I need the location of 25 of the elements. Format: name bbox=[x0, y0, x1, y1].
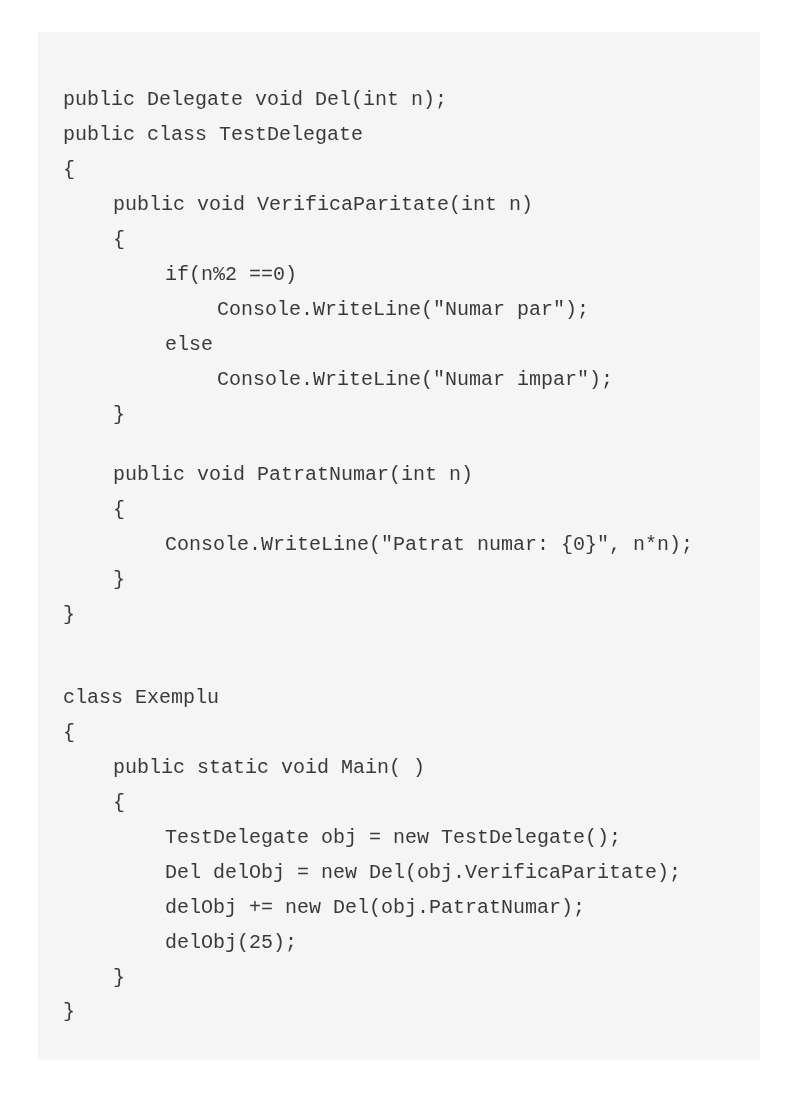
code-line: } bbox=[113, 568, 125, 592]
code-line: public static void Main( ) bbox=[113, 756, 426, 780]
code-line: { bbox=[63, 721, 75, 745]
code-line: delObj += new Del(obj.PatratNumar); bbox=[165, 896, 586, 920]
code-line: delObj(25); bbox=[165, 931, 298, 955]
code-line: public class TestDelegate bbox=[63, 123, 364, 147]
code-line: { bbox=[113, 228, 125, 252]
code-line: public void VerificaParitate(int n) bbox=[113, 193, 534, 217]
code-line: public Delegate void Del(int n); bbox=[63, 88, 448, 112]
code-line: public void PatratNumar(int n) bbox=[113, 463, 474, 487]
code-line: } bbox=[63, 603, 75, 627]
code-line: Console.WriteLine("Numar par"); bbox=[217, 298, 590, 322]
code-line: Console.WriteLine("Patrat numar: {0}", n*n); bbox=[165, 533, 694, 557]
code-line: } bbox=[113, 403, 125, 427]
code-line: { bbox=[63, 158, 75, 182]
code-line: { bbox=[113, 791, 125, 815]
code-line: { bbox=[113, 498, 125, 522]
code-line: else bbox=[165, 333, 213, 357]
code-line: } bbox=[63, 1000, 75, 1024]
code-line: class Exemplu bbox=[63, 686, 220, 710]
code-line: Console.WriteLine("Numar impar"); bbox=[217, 368, 614, 392]
code-line: Del delObj = new Del(obj.VerificaParitate); bbox=[165, 861, 682, 885]
code-line: TestDelegate obj = new TestDelegate(); bbox=[165, 826, 622, 850]
code-line: } bbox=[113, 966, 125, 990]
code-line: if(n%2 ==0) bbox=[165, 263, 298, 287]
